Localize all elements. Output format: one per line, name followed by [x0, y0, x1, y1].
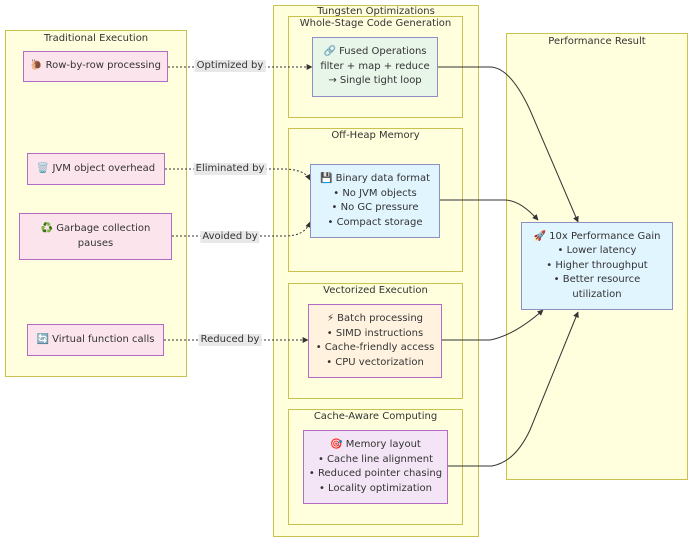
edge-label-avoided-by: Avoided by	[200, 231, 260, 243]
node-line: • Higher throughput	[546, 259, 648, 271]
node-binary-data-format: 💾 Binary data format • No JVM objects • …	[310, 164, 440, 238]
node-line: 🎯 Memory layout	[330, 439, 421, 450]
node-line: • SIMD instructions	[326, 327, 424, 339]
node-fused-operations: 🔗 Fused Operations filter + map + reduce…	[312, 37, 438, 97]
edge-binary-to-perf	[440, 199, 539, 221]
node-line: • Cache-friendly access	[315, 342, 435, 353]
node-line: 🔄 Virtual function calls	[36, 333, 155, 345]
node-row-by-row-processing: 🐌 Row-by-row processing	[23, 51, 168, 82]
node-jvm-object-overhead: 🗑️ JVM object overhead	[27, 153, 165, 185]
node-line: • Compact storage	[327, 216, 423, 228]
cluster-title: Off-Heap Memory	[331, 130, 420, 141]
edge-memory-to-perf	[448, 311, 579, 467]
edge-batch-to-perf	[442, 309, 544, 341]
node-line: • Reduced pointer chasing	[308, 468, 443, 479]
node-virtual-function-calls: 🔄 Virtual function calls	[27, 324, 164, 356]
edge-jvm-to-binary	[165, 168, 311, 181]
node-line: • No GC pressure	[331, 202, 419, 213]
cluster-title: Cache-Aware Computing	[313, 411, 438, 422]
edge-label-reduced-by: Reduced by	[198, 334, 262, 346]
node-line: 🔗 Fused Operations	[323, 46, 427, 58]
node-line: 💾 Binary data format	[319, 173, 430, 184]
node-performance-gain: 🚀 10x Performance Gain • Lower latency •…	[521, 222, 673, 310]
node-line: filter + map + reduce	[320, 60, 430, 72]
node-line: • Locality optimization	[318, 482, 432, 494]
node-line: ⚡ Batch processing	[326, 313, 423, 324]
node-line: utilization	[572, 288, 622, 300]
cluster-title: Vectorized Execution	[323, 285, 428, 296]
node-line: ♻️ Garbage collection	[40, 223, 151, 234]
node-line: • Better resource	[553, 274, 641, 286]
cluster-title: Whole-Stage Code Generation	[299, 18, 452, 29]
traditional-execution-cluster: Traditional Execution	[5, 30, 187, 377]
node-memory-layout: 🎯 Memory layout • Cache line alignment •…	[303, 430, 448, 504]
node-line: • No JVM objects	[333, 187, 417, 199]
node-line: 🚀 10x Performance Gain	[533, 230, 661, 242]
cluster-title: Traditional Execution	[43, 33, 149, 44]
node-line: 🐌 Row-by-row processing	[30, 60, 161, 72]
node-line: pauses	[77, 237, 114, 249]
node-line: • Cache line alignment	[317, 453, 434, 465]
node-line: • CPU vectorization	[326, 356, 424, 368]
node-garbage-collection-pauses: ♻️ Garbage collection pauses	[19, 213, 172, 260]
node-batch-processing: ⚡ Batch processing • SIMD instructions •…	[308, 304, 442, 378]
cluster-title: Tungsten Optimizations	[317, 6, 435, 17]
edge-fused-to-perf	[438, 66, 579, 223]
edge-gc-to-binary	[172, 221, 312, 237]
edge-label-optimized-by: Optimized by	[194, 60, 266, 72]
node-line: • Lower latency	[557, 245, 637, 257]
node-line: → Single tight loop	[328, 75, 422, 87]
edge-label-eliminated-by: Eliminated by	[193, 163, 267, 175]
cluster-title: Performance Result	[548, 36, 646, 47]
node-line: 🗑️ JVM object overhead	[36, 162, 156, 174]
